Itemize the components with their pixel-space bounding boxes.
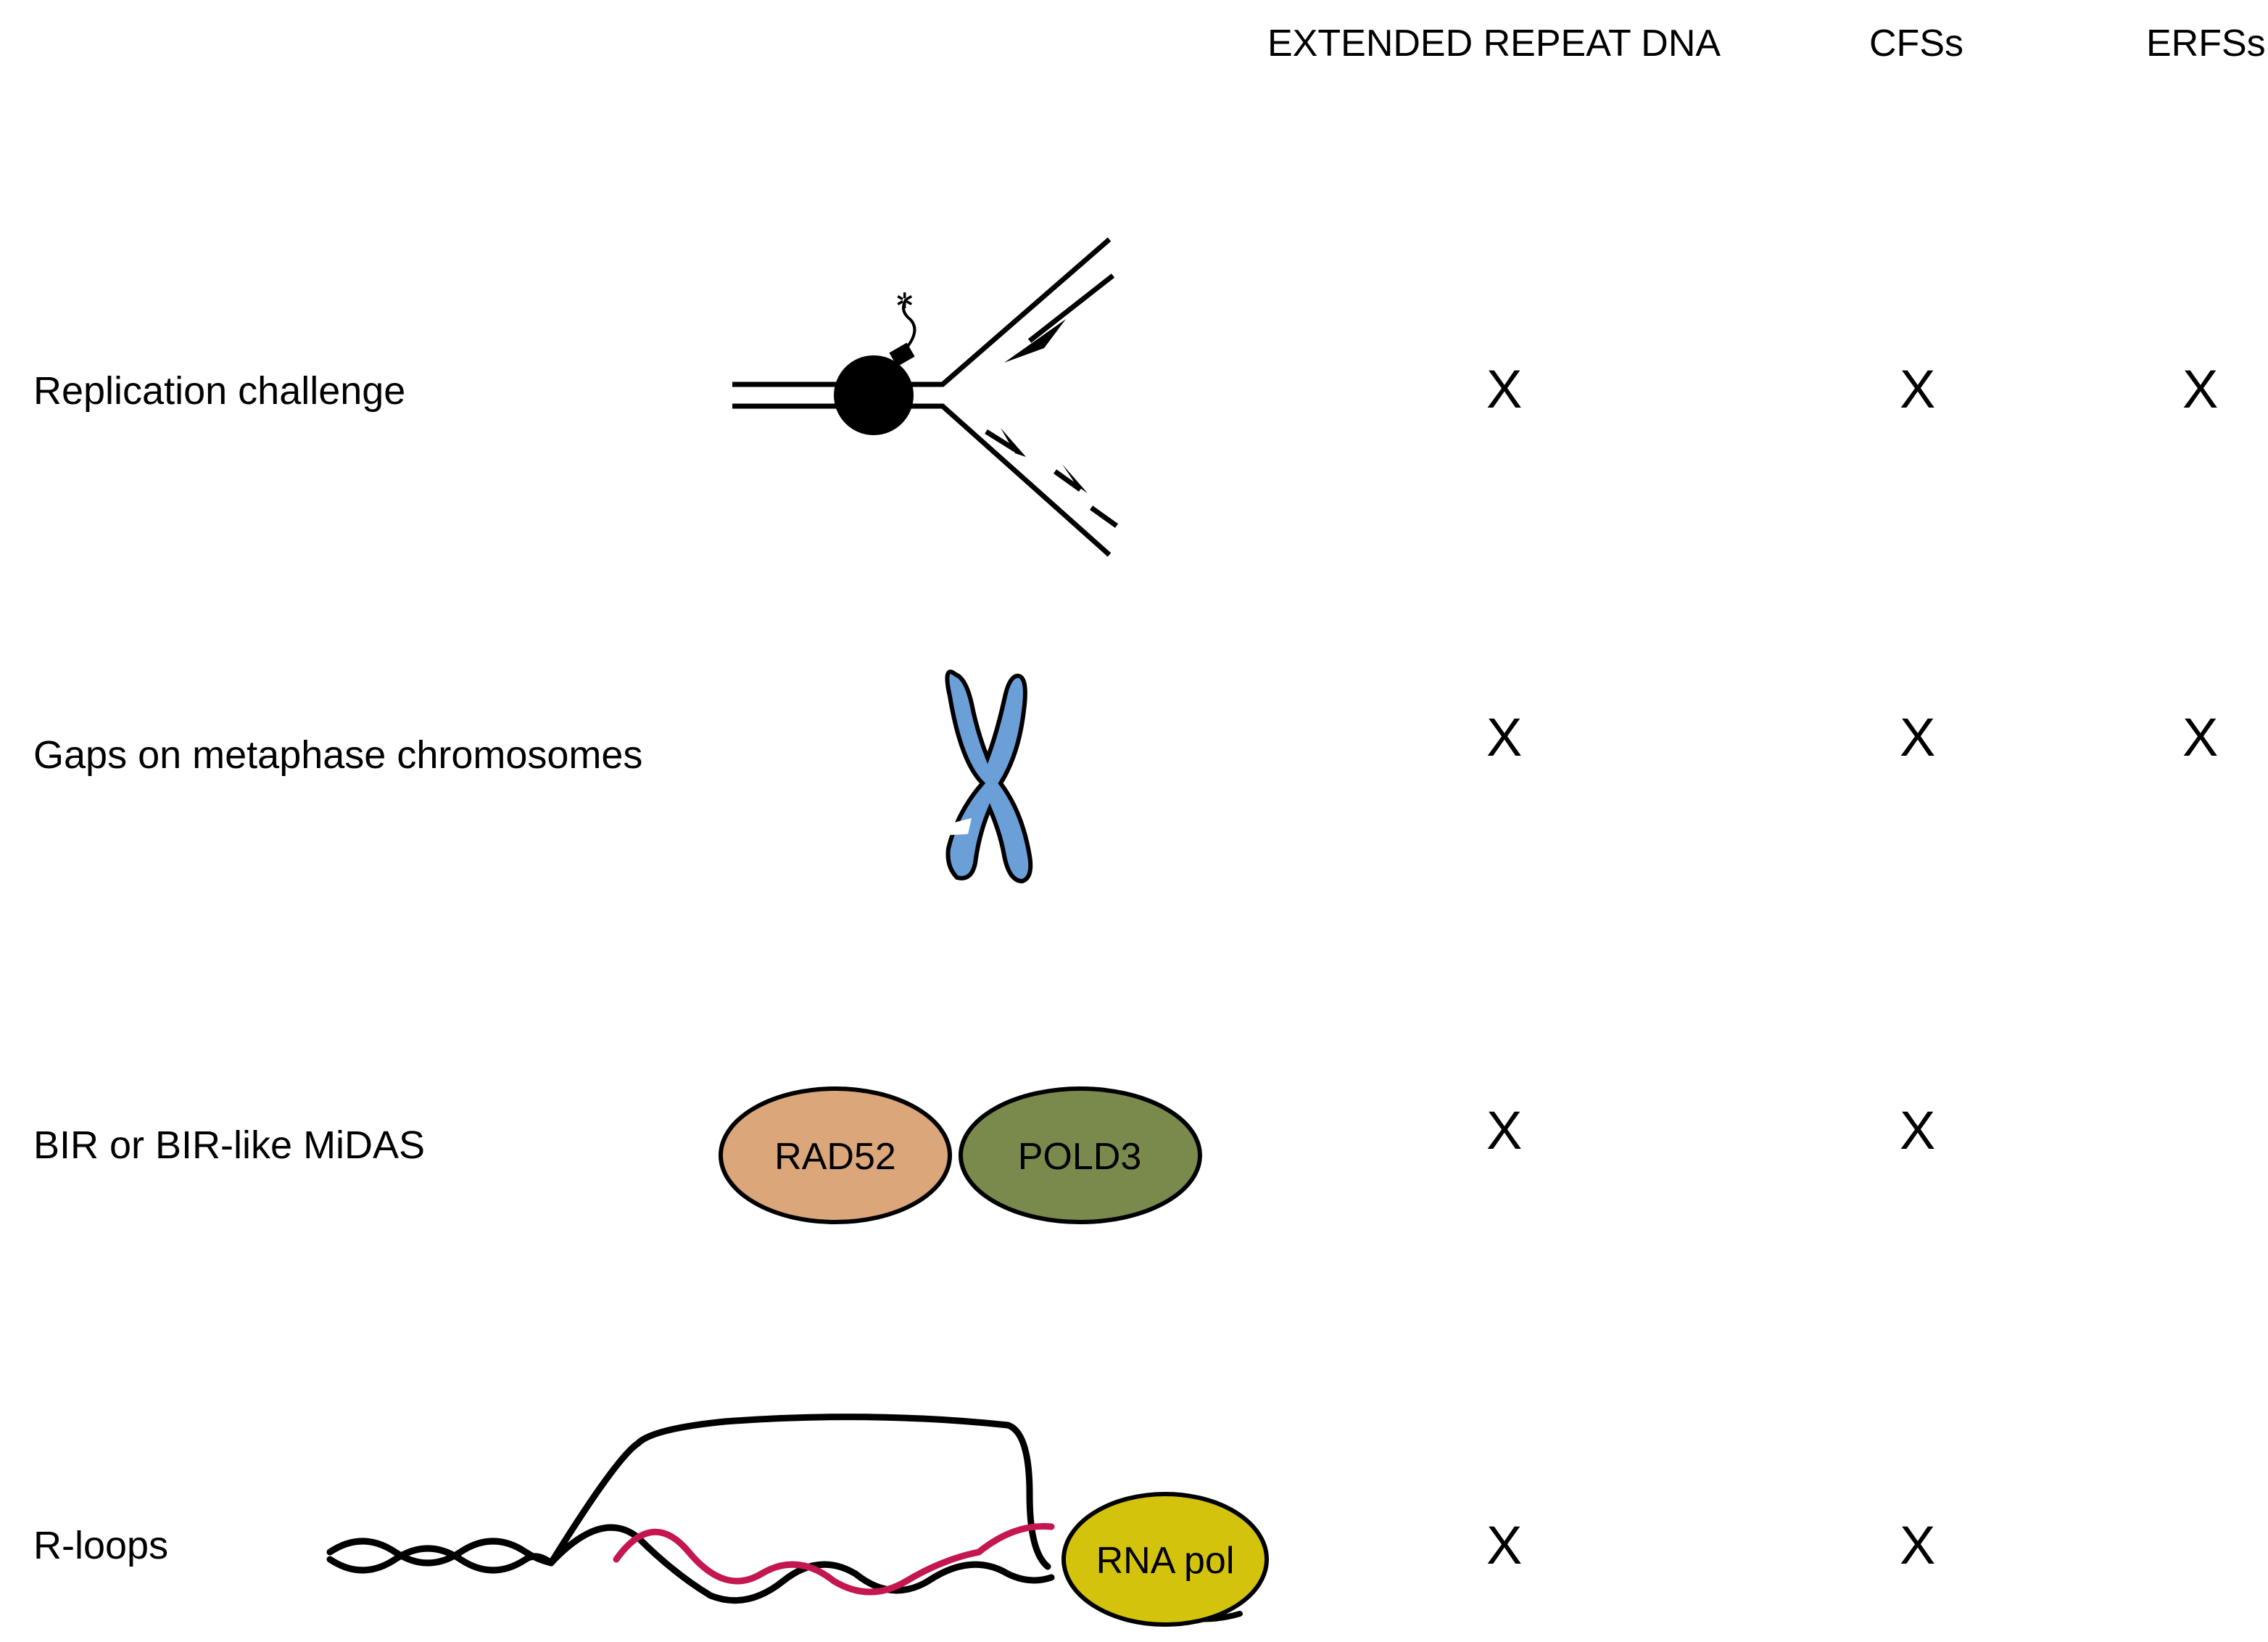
mark-bir-cfss: X — [1900, 1100, 1936, 1160]
pold3-oval — [959, 1086, 1202, 1224]
mark-replication-erfss: X — [2182, 359, 2219, 419]
mark-gaps-erfss: X — [2182, 707, 2219, 767]
rad52-label: RAD52 — [774, 1136, 896, 1178]
mark-replication-extended: X — [1486, 359, 1523, 419]
row-label-gaps-metaphase: Gaps on metaphase chromosomes — [33, 733, 643, 777]
arrowhead-icon — [1001, 428, 1026, 457]
mark-gaps-cfss: X — [1900, 707, 1936, 767]
rna-pol-oval — [1061, 1492, 1269, 1627]
chromosome-gap-icon — [943, 818, 972, 836]
mark-rloops-cfss: X — [1900, 1515, 1936, 1575]
mark-gaps-extended: X — [1486, 707, 1523, 767]
row-label-replication-challenge: Replication challenge — [33, 369, 406, 413]
row-label-r-loops: R-loops — [33, 1524, 169, 1567]
arrowhead-icon — [1004, 319, 1066, 363]
column-header-extended-repeat-dna: EXTENDED REPEAT DNA — [1267, 22, 1721, 65]
mark-rloops-extended: X — [1486, 1515, 1523, 1575]
row-label-bir-midas: BIR or BIR-like MiDAS — [33, 1123, 426, 1167]
pold3-label: POLD3 — [1017, 1136, 1142, 1178]
rna-pol-label: RNA pol — [1096, 1540, 1235, 1582]
mark-replication-cfss: X — [1900, 359, 1936, 419]
rad52-oval — [719, 1086, 952, 1224]
mark-bir-extended: X — [1486, 1100, 1523, 1160]
replication-fork-icon — [732, 237, 1119, 557]
chromosome-icon — [945, 669, 1033, 884]
column-header-erfss: ERFSs — [2146, 22, 2266, 65]
svg-text:✲: ✲ — [895, 289, 914, 314]
bomb-icon: ✲ — [834, 289, 916, 435]
arrowhead-icon — [1062, 464, 1088, 493]
column-header-cfss: CFSs — [1869, 22, 1963, 65]
r-loop-icon — [326, 1414, 1243, 1622]
